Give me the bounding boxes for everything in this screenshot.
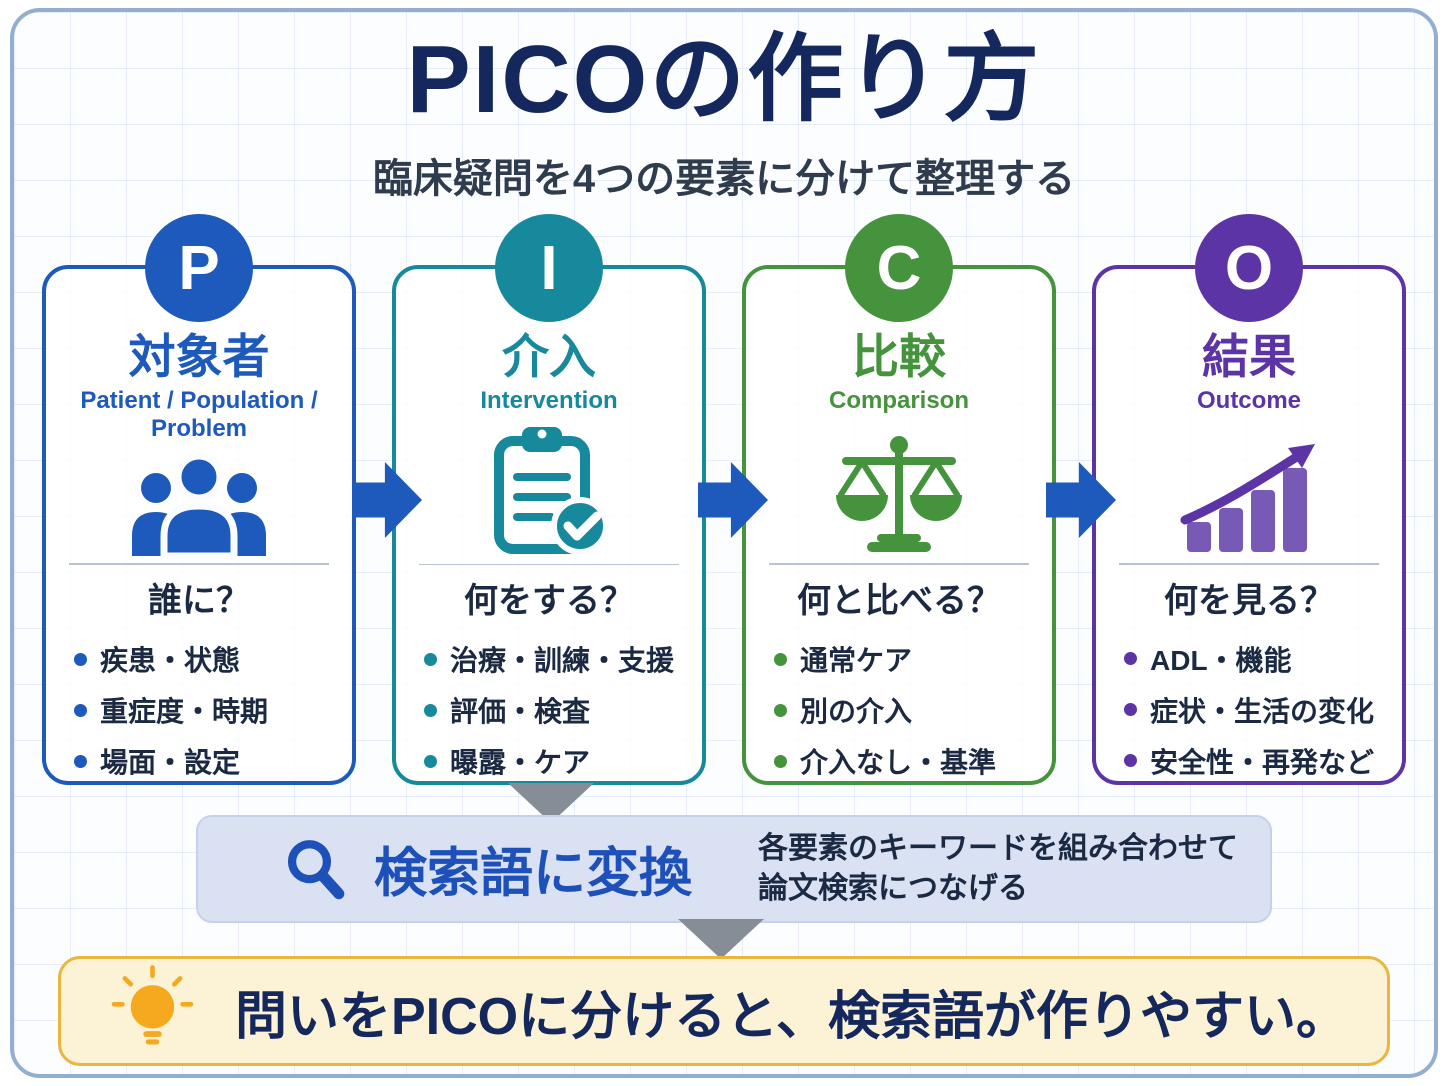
card-title: 介入: [502, 330, 596, 383]
page-title: PICOの作り方: [406, 26, 1042, 133]
letter-badge-i: I: [495, 214, 603, 322]
bullet-dot: [424, 703, 437, 717]
letter-badge-c: C: [845, 214, 953, 322]
card-subtitle-en: Outcome: [1196, 386, 1301, 414]
search-conversion-description: 各要素のキーワードを組み合わせて 論文検索につなげる: [758, 829, 1238, 910]
divider: [1119, 563, 1379, 565]
search-conversion-panel: 検索語に変換 各要素のキーワードを組み合わせて 論文検索につなげる: [196, 815, 1272, 923]
bullet-list: 疾患・状態 重症度・時期 場面・設定: [46, 628, 268, 781]
bullet-item: 曝露・ケア: [424, 741, 674, 781]
bullet-item: 安全性・再発など: [1124, 741, 1374, 781]
lightbulb-icon: [109, 963, 201, 1059]
pico-cards-row: P 対象者 Patient / Population / Problem 誰に？…: [42, 214, 1406, 785]
card-question: 何をする？: [464, 582, 634, 620]
pico-card-comparison: C 比較 Comparison 何と比べる？ 通常ケア 別の介入 介入なし・基準: [742, 214, 1056, 785]
letter-badge-p: P: [145, 214, 253, 322]
bullet-list: 治療・訓練・支援 評価・検査 曝露・ケア: [396, 628, 674, 781]
search-icon: [282, 836, 348, 902]
card-subtitle-en: Patient / Population / Problem: [80, 386, 318, 442]
bullet-item: 場面・設定: [74, 741, 268, 781]
search-description-line2: 論文検索につなげる: [758, 872, 1028, 905]
bullet-item: 別の介入: [774, 690, 996, 730]
card-subtitle-en: Intervention: [480, 386, 618, 414]
bullet-item: ADL・機能: [1124, 639, 1374, 679]
key-takeaway-text: 問いをPICOに分けると、検索語が作りやすい。: [235, 987, 1349, 1046]
bullet-item: 評価・検査: [424, 690, 674, 730]
bar-chart-icon: [1179, 436, 1319, 559]
card-title: 結果: [1202, 330, 1296, 383]
bullet-dot: [774, 652, 787, 666]
bullet-list: 通常ケア 別の介入 介入なし・基準: [746, 628, 996, 781]
search-conversion-label: 検索語に変換: [374, 844, 692, 903]
card-title: 比較: [852, 330, 946, 383]
balance-scale-icon: [824, 434, 974, 559]
bullet-item: 症状・生活の変化: [1124, 690, 1374, 730]
people-icon: [124, 443, 274, 559]
divider: [419, 563, 679, 565]
bullet-dot: [774, 703, 787, 717]
clipboard-check-icon: [487, 425, 612, 560]
bullet-dot: [74, 754, 87, 768]
bullet-dot: [774, 754, 787, 768]
pico-card-patient: P 対象者 Patient / Population / Problem 誰に？…: [42, 214, 356, 785]
bullet-dot: [424, 652, 437, 666]
bullet-item: 重症度・時期: [74, 690, 268, 730]
bullet-item: 通常ケア: [774, 639, 996, 679]
card-question: 何を見る？: [1164, 581, 1334, 620]
bullet-dot: [1124, 652, 1137, 666]
divider: [69, 563, 329, 565]
pico-card-intervention: I 介入 Intervention 何をする？ 治療・訓練・支援 評価・検査 曝…: [392, 214, 706, 785]
bullet-dot: [1124, 754, 1137, 768]
bullet-item: 治療・訓練・支援: [424, 639, 674, 679]
search-description-line1: 各要素のキーワードを組み合わせて: [758, 831, 1238, 865]
letter-badge-o: O: [1195, 214, 1303, 322]
card-title: 対象者: [128, 330, 270, 383]
bullet-dot: [1124, 703, 1137, 717]
card-question: 誰に？: [148, 582, 250, 620]
card-question: 何と比べる？: [797, 582, 1001, 620]
key-takeaway-panel: 問いをPICOに分けると、検索語が作りやすい。: [58, 956, 1390, 1066]
bullet-dot: [74, 703, 87, 717]
bullet-dot: [74, 652, 87, 666]
pico-card-outcome: O 結果 Outcome 何を見る？ ADL・機能 症状・生活の変化 安全性・再…: [1092, 214, 1406, 785]
divider: [769, 563, 1029, 565]
bullet-list: ADL・機能 症状・生活の変化 安全性・再発など: [1096, 628, 1374, 781]
card-subtitle-en: Comparison: [828, 386, 969, 414]
bullet-item: 介入なし・基準: [774, 741, 996, 781]
bullet-item: 疾患・状態: [74, 639, 268, 679]
page-subtitle: 臨床疑問を4つの要素に分けて整理する: [372, 157, 1076, 201]
bullet-dot: [424, 754, 437, 768]
